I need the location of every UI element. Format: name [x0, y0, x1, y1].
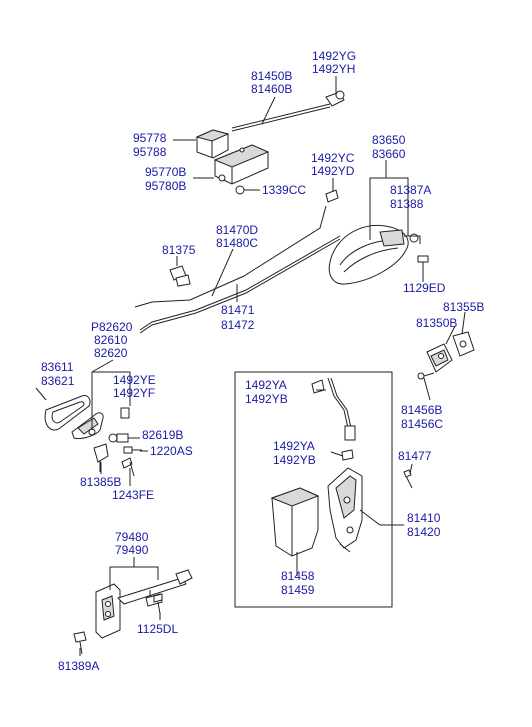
label-81480c: 81480C	[216, 236, 258, 250]
label-81350b: 81350B	[416, 316, 457, 330]
leader-lines	[35, 76, 466, 656]
label-1492ya-lower: 1492YA	[273, 439, 315, 453]
plate-81350b-part	[426, 343, 453, 373]
label-1492yf: 1492YF	[113, 386, 155, 400]
label-1492yd: 1492YD	[311, 164, 355, 178]
label-79490: 79490	[115, 543, 149, 557]
label-81420: 81420	[407, 525, 441, 539]
label-82620: 82620	[94, 346, 128, 360]
clip-1492yc-part	[325, 184, 339, 203]
bolt-81389a-part	[73, 631, 87, 655]
label-81387a: 81387A	[390, 183, 431, 197]
label-81410: 81410	[407, 511, 441, 525]
plate-81355b-part	[452, 331, 475, 357]
bracket-95778-part	[195, 129, 230, 159]
label-81471: 81471	[221, 303, 255, 317]
label-81477: 81477	[398, 449, 432, 463]
screw-1220as-part	[123, 446, 142, 454]
label-83660: 83660	[372, 147, 406, 161]
label-81472: 81472	[221, 318, 255, 332]
module-95770b-part	[213, 144, 270, 185]
label-81388: 81388	[390, 197, 424, 211]
label-1492yc: 1492YC	[311, 151, 355, 165]
label-95770b: 95770B	[145, 165, 186, 179]
label-81385b: 81385B	[80, 475, 121, 489]
label-1129ed: 1129ED	[403, 281, 446, 295]
label-95780b: 95780B	[145, 179, 186, 193]
label-81456b: 81456B	[401, 403, 442, 417]
screw-1125dl-part	[153, 593, 163, 615]
pin-81477-part	[403, 469, 413, 489]
bracket-82619b-part	[108, 433, 129, 443]
label-1243fe: 1243FE	[112, 488, 154, 502]
label-81470d: 81470D	[216, 223, 258, 237]
inside-handle-82610-part	[71, 412, 104, 439]
latch-81410-part	[327, 467, 363, 553]
label-82610: 82610	[94, 333, 128, 347]
outside-handle-83650-part	[328, 224, 421, 285]
label-81459: 81459	[281, 583, 315, 597]
label-81456c: 81456C	[401, 417, 443, 431]
label-81450b: 81450B	[251, 69, 292, 83]
label-1220as: 1220AS	[150, 444, 193, 458]
clip-1492ye-part	[120, 407, 130, 419]
button-81385b-part	[93, 443, 109, 472]
label-95778: 95778	[133, 131, 167, 145]
cover-81458-part	[270, 487, 320, 557]
rods-81470d-part	[134, 205, 341, 334]
screw-1243fe-part	[121, 457, 135, 477]
label-1492yh: 1492YH	[312, 62, 355, 76]
part-labels: 1492YG 1492YH 81450B 81460B 95778 95788 …	[41, 49, 484, 673]
label-1492ye: 1492YE	[113, 373, 156, 387]
label-1339cc: 1339CC	[262, 183, 306, 197]
label-95788: 95788	[133, 145, 167, 159]
screw-1129ed-part	[417, 255, 429, 272]
label-81389a: 81389A	[58, 659, 99, 673]
label-1492ya-upper: 1492YA	[245, 378, 287, 392]
screw-81456b-part	[417, 372, 435, 380]
label-p82620: P82620	[91, 320, 133, 334]
clip-81375-part	[169, 265, 191, 287]
label-81355b: 81355B	[443, 300, 484, 314]
label-81460b: 81460B	[251, 82, 292, 96]
bezel-83611-part	[44, 395, 91, 431]
rod-81450b-part	[231, 90, 345, 132]
label-79480: 79480	[115, 530, 149, 544]
rod-1492ya-part	[311, 377, 356, 461]
label-83621: 83621	[41, 374, 75, 388]
label-83650: 83650	[372, 133, 406, 147]
label-81375: 81375	[162, 243, 196, 257]
label-1492yb-upper: 1492YB	[245, 392, 288, 406]
label-82619b: 82619B	[142, 428, 183, 442]
label-83611: 83611	[41, 360, 74, 374]
label-1492yg: 1492YG	[312, 49, 356, 63]
label-81458: 81458	[281, 569, 315, 583]
label-1492yb-lower: 1492YB	[273, 453, 316, 467]
label-1125dl: 1125DL	[137, 622, 178, 636]
latch-assembly-frame	[234, 371, 393, 608]
